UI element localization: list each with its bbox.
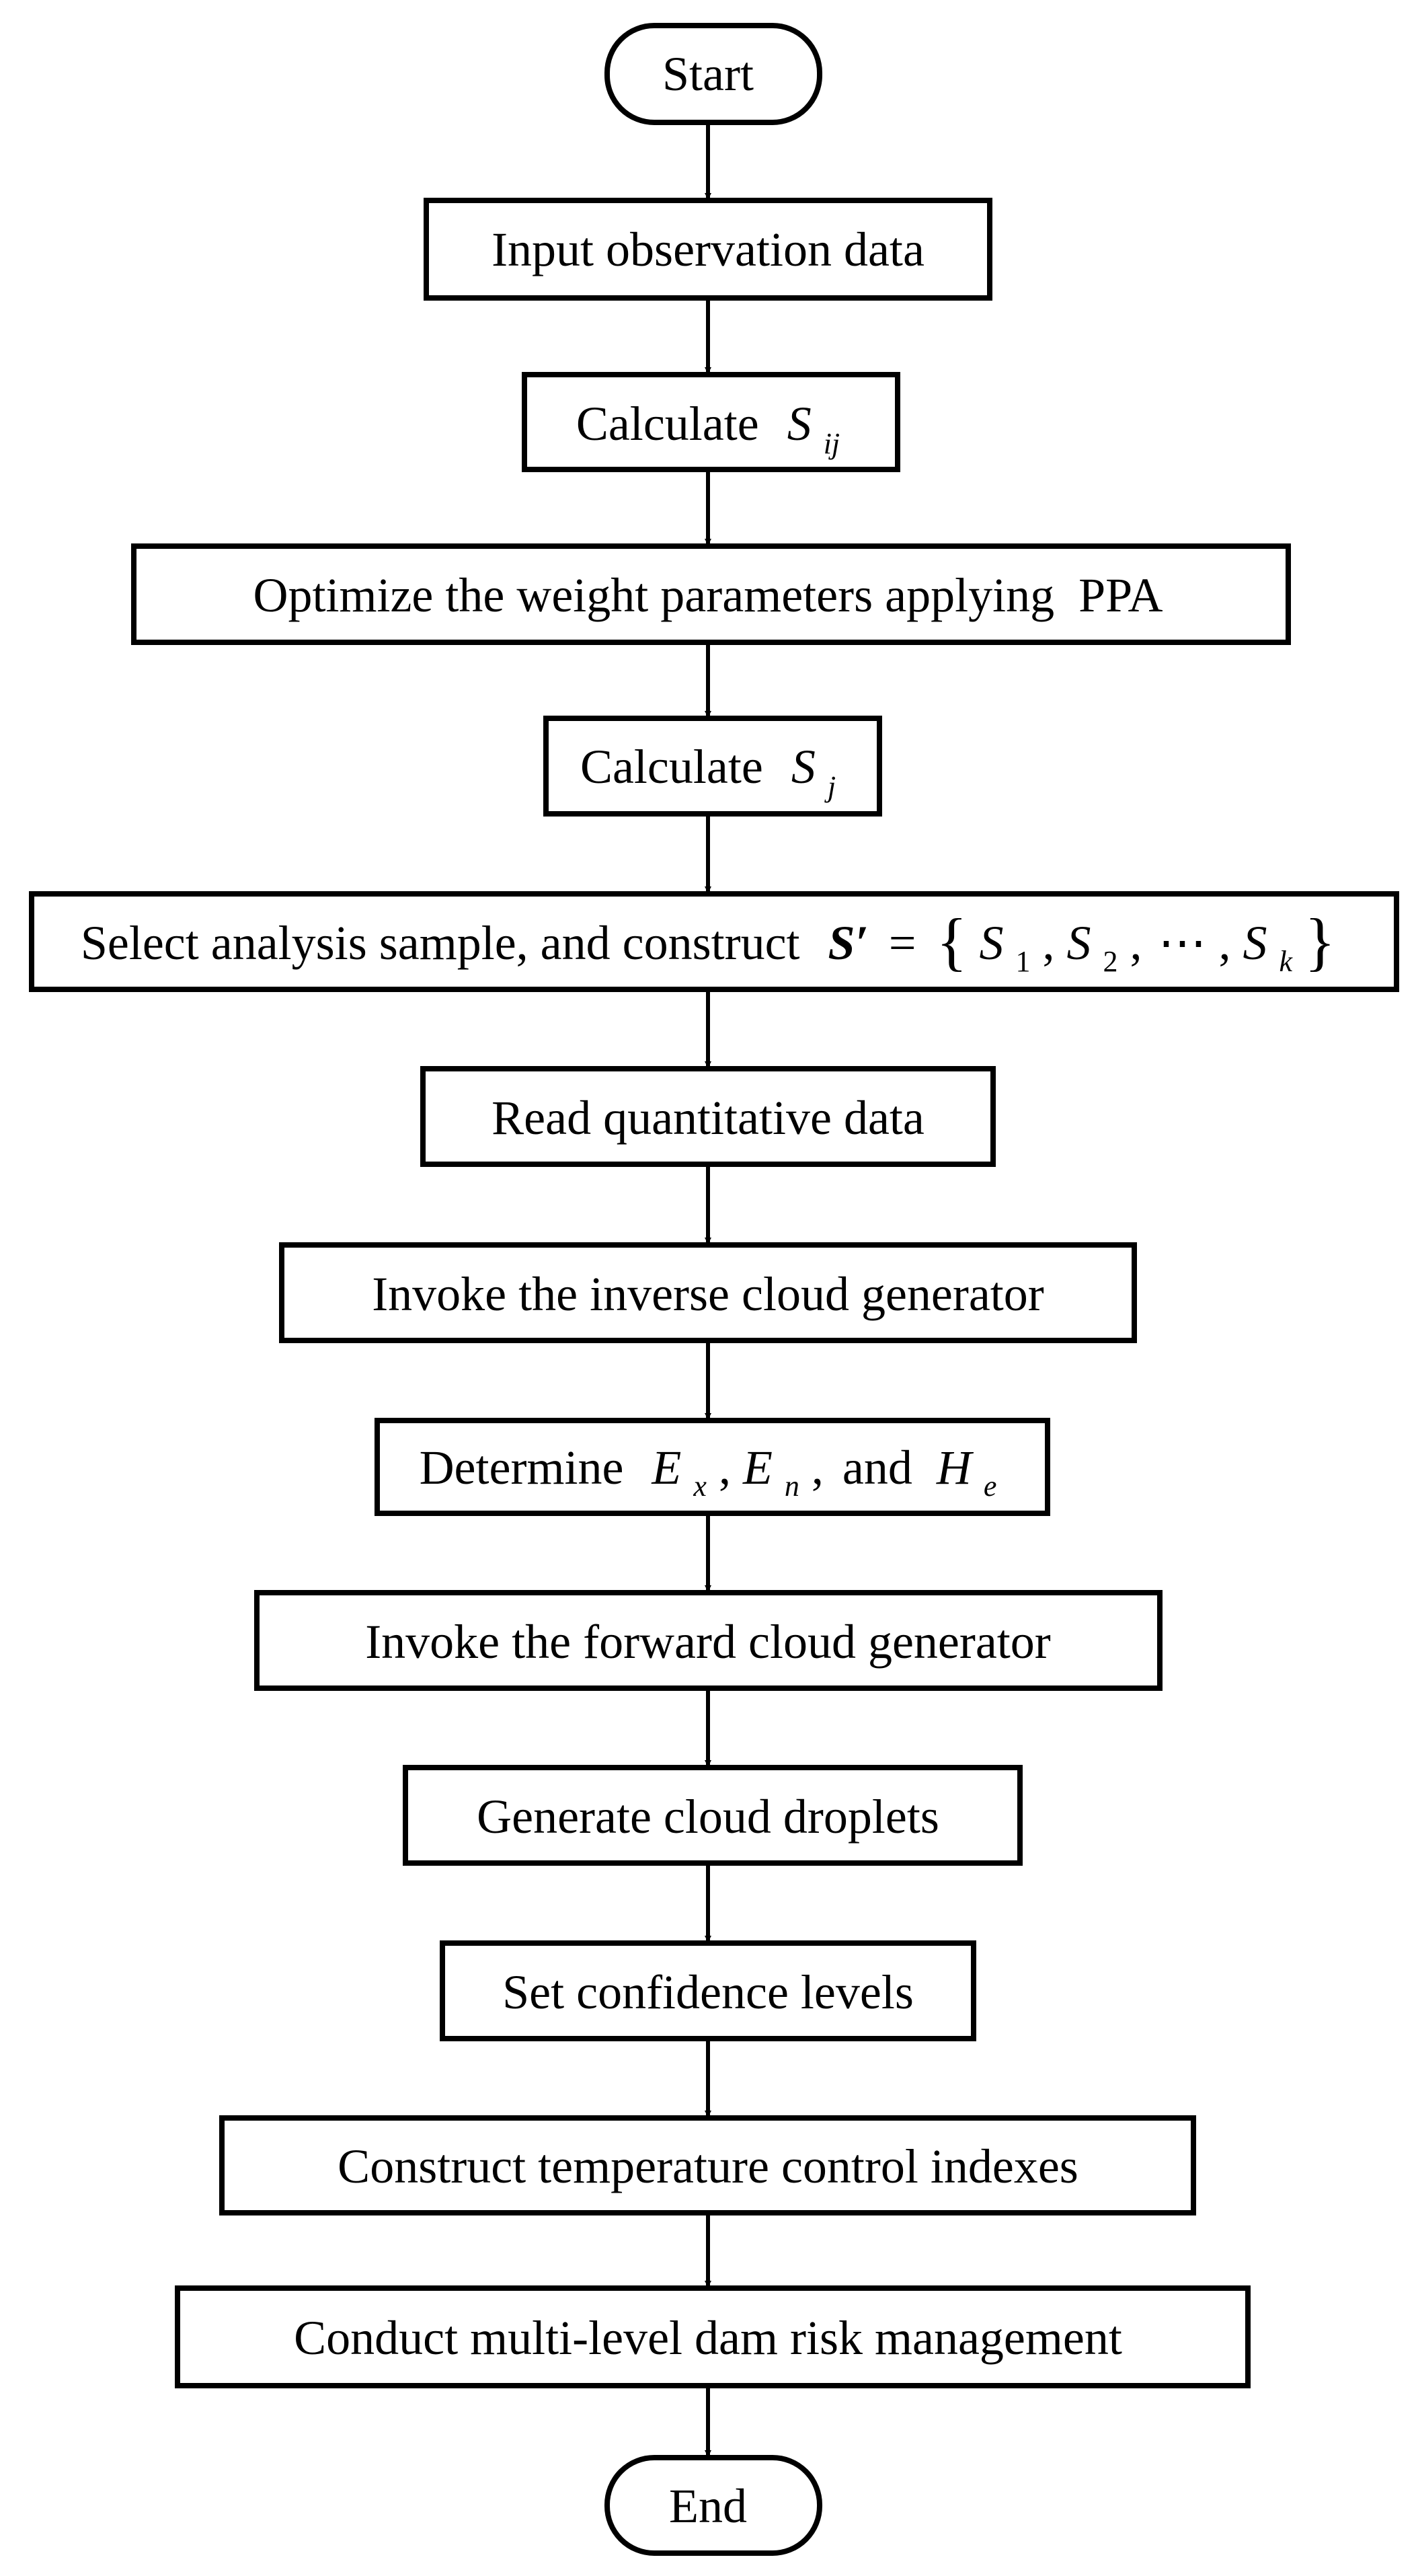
read-quantitative-label: Read quantitative data — [491, 1091, 925, 1145]
subscript-n: n — [785, 1470, 799, 1503]
step-optimize-weights: Optimize the weight parameters applying … — [131, 543, 1291, 645]
math-comma: , — [1130, 916, 1142, 970]
calculate-sj-label: Calculate S j — [580, 740, 836, 803]
step-select-analysis-sample: Select analysis sample, and construct S′… — [29, 891, 1399, 992]
math-sk: S — [1243, 916, 1267, 970]
select-sample-text: Select analysis sample, and construct — [81, 916, 800, 970]
end-label: End — [669, 2479, 747, 2533]
math-e: E — [742, 1441, 773, 1494]
step-determine-ex-en-he: Determine E x , E n , and H e — [375, 1418, 1050, 1516]
calculate-sij-label: Calculate S ij — [576, 397, 840, 460]
inverse-cloud-label: Invoke the inverse cloud generator — [372, 1267, 1044, 1321]
forward-cloud-label: Invoke the forward cloud generator — [365, 1615, 1051, 1669]
step-construct-temperature-indexes: Construct temperature control indexes — [219, 2115, 1196, 2215]
step-dam-risk-management: Conduct multi-level dam risk management — [175, 2285, 1251, 2388]
math-s1: S — [980, 916, 1004, 970]
calculate-word: Calculate — [580, 740, 763, 794]
math-comma: , — [719, 1441, 731, 1494]
subscript-x: x — [693, 1470, 707, 1503]
step-generate-cloud-droplets: Generate cloud droplets — [403, 1765, 1023, 1866]
math-brace-close: } — [1304, 905, 1335, 977]
start-terminal: Start — [604, 23, 822, 125]
math-brace-open: { — [936, 905, 967, 977]
subscript-1: 1 — [1016, 945, 1031, 978]
step-read-quantitative-data: Read quantitative data — [420, 1066, 996, 1167]
math-s-symbol: S — [791, 740, 816, 794]
math-comma: , — [812, 1441, 824, 1494]
math-s-prime: S′ — [828, 916, 869, 970]
temperature-indexes-label: Construct temperature control indexes — [338, 2139, 1078, 2193]
step-invoke-forward-cloud: Invoke the forward cloud generator — [254, 1590, 1163, 1691]
start-label: Start — [662, 47, 754, 101]
step-input-observation-data: Input observation data — [424, 198, 992, 301]
math-h: H — [936, 1441, 974, 1494]
input-observation-label: Input observation data — [491, 223, 925, 276]
step-calculate-sij: Calculate S ij — [522, 372, 900, 472]
optimize-label: Optimize the weight parameters applying … — [253, 568, 1163, 622]
step-set-confidence-levels: Set confidence levels — [440, 1940, 976, 2041]
math-comma: , — [1043, 916, 1055, 970]
end-terminal: End — [604, 2455, 822, 2556]
subscript-j: j — [824, 770, 836, 803]
select-sample-label: Select analysis sample, and construct S′… — [81, 905, 1335, 982]
math-ellipsis: ⋯ — [1158, 916, 1207, 970]
confidence-levels-label: Set confidence levels — [502, 1965, 914, 2019]
and-word: and — [842, 1441, 912, 1494]
math-s2: S — [1067, 916, 1091, 970]
subscript-e: e — [984, 1470, 997, 1503]
determine-word: Determine — [420, 1441, 624, 1494]
determine-label: Determine E x , E n , and H e — [420, 1441, 997, 1507]
math-comma: , — [1219, 916, 1231, 970]
step-calculate-sj: Calculate S j — [543, 716, 882, 817]
calculate-word: Calculate — [576, 397, 759, 451]
subscript-2: 2 — [1103, 945, 1118, 978]
math-equals: = — [889, 916, 916, 970]
cloud-droplets-label: Generate cloud droplets — [477, 1790, 939, 1844]
subscript-ij: ij — [824, 427, 840, 460]
math-s-symbol: S — [787, 397, 812, 451]
step-invoke-inverse-cloud: Invoke the inverse cloud generator — [279, 1242, 1137, 1343]
math-e: E — [651, 1441, 681, 1494]
subscript-k: k — [1280, 945, 1294, 978]
dam-risk-label: Conduct multi-level dam risk management — [294, 2311, 1122, 2365]
